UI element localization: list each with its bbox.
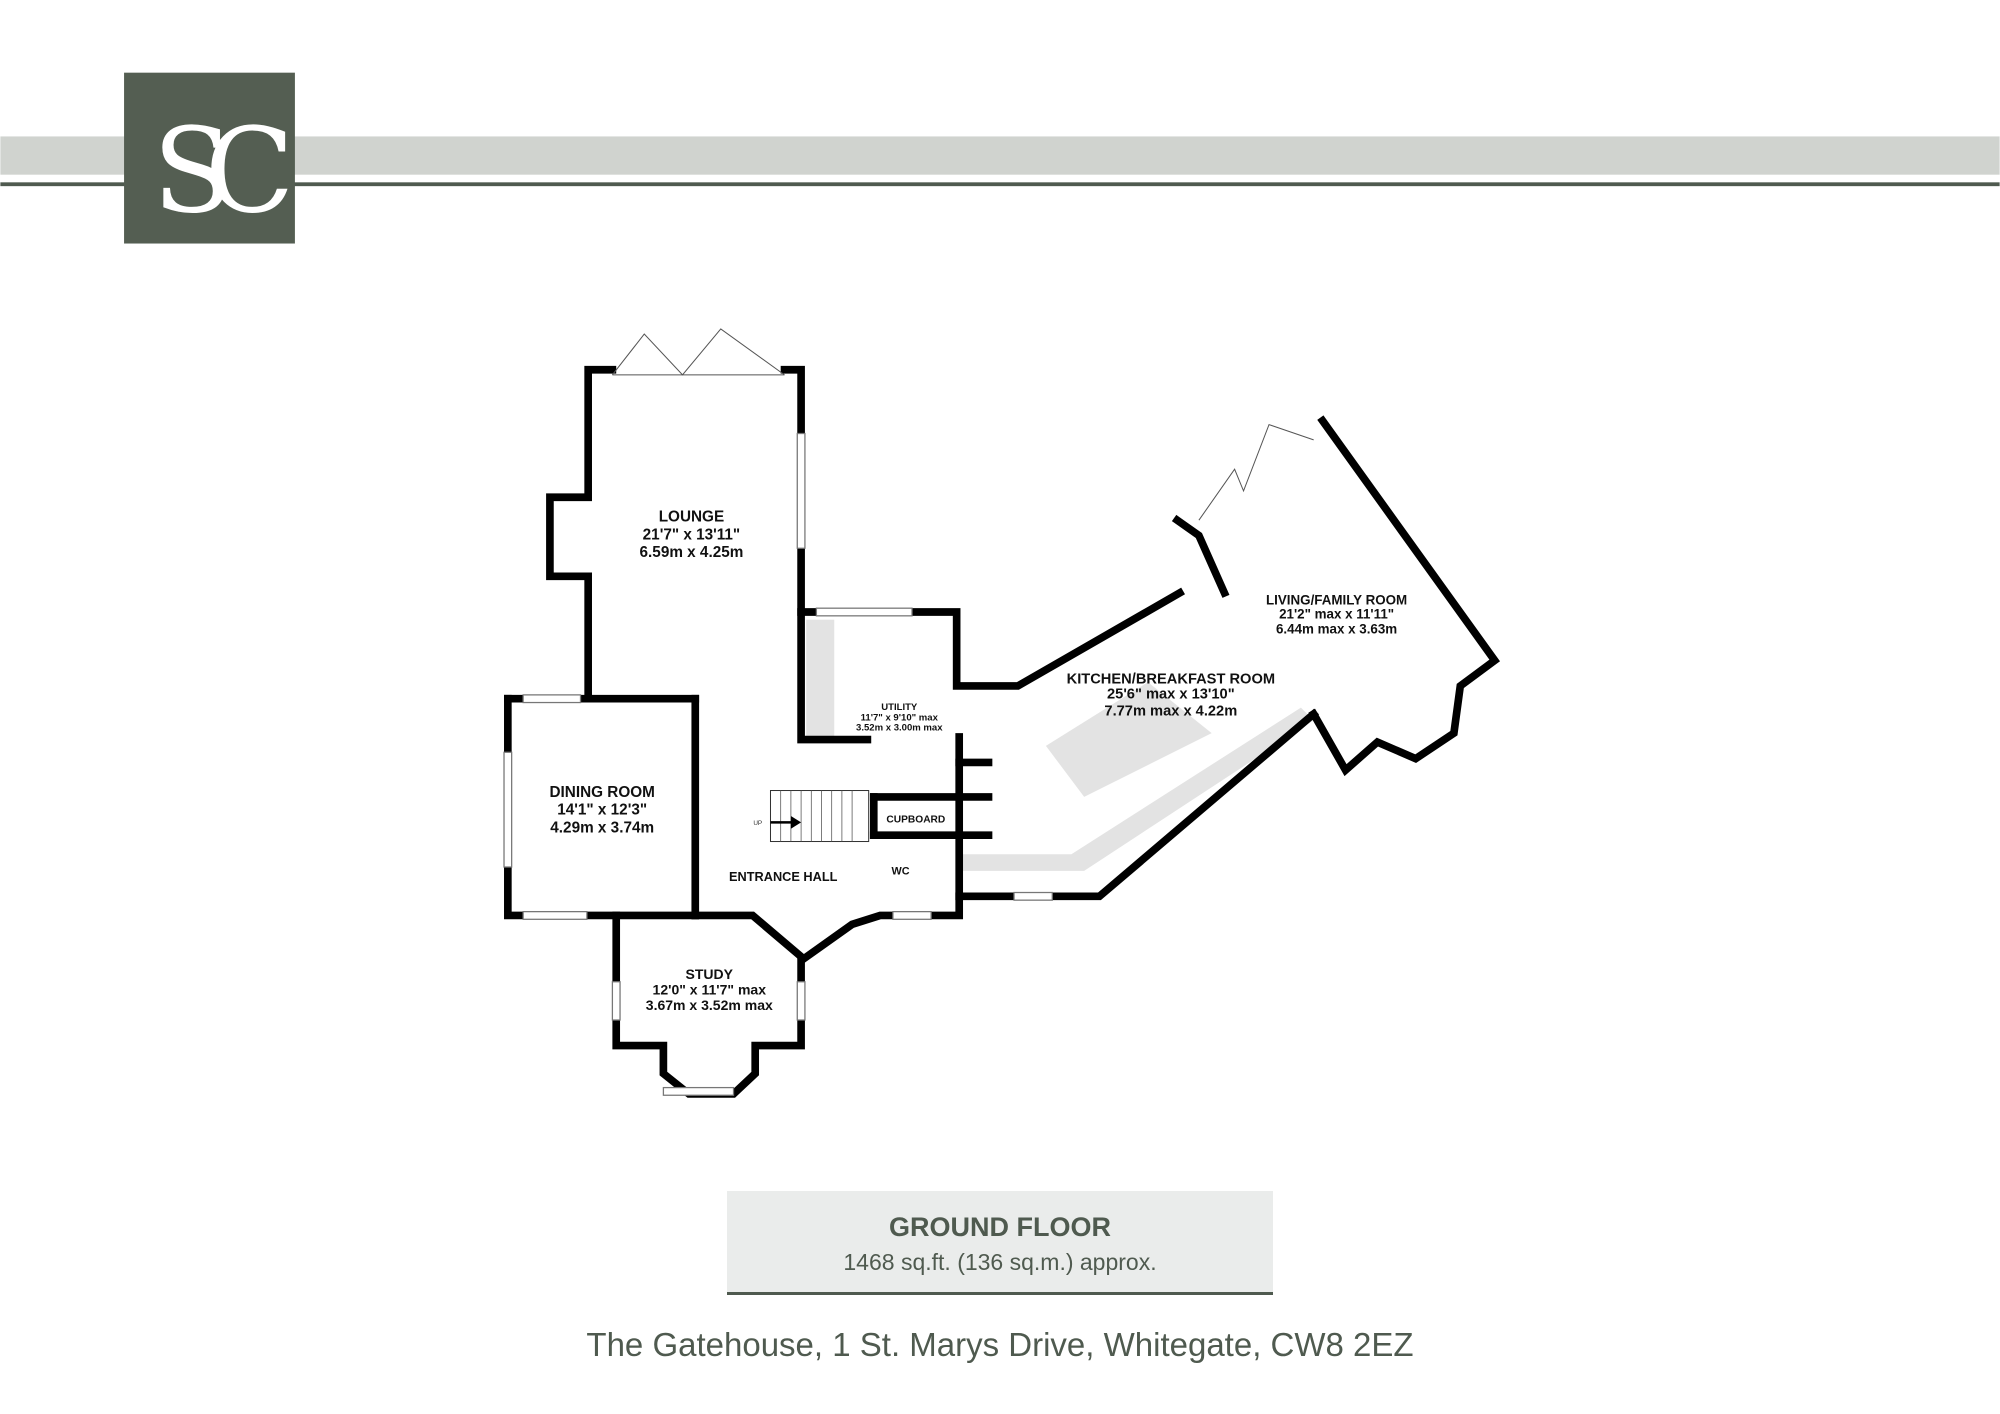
windows xyxy=(503,328,1314,1096)
room-cupboard: CUPBOARD xyxy=(886,814,945,825)
svg-text:3.52m x 3.00m max: 3.52m x 3.00m max xyxy=(856,723,943,734)
svg-text:7.77m max x 4.22m: 7.77m max x 4.22m xyxy=(1104,703,1237,719)
room-kitchen: KITCHEN/BREAKFAST ROOM 25'6" max x 13'10… xyxy=(1067,671,1275,719)
room-lounge: LOUNGE 21'7" x 13'11" 6.59m x 4.25m xyxy=(640,508,744,561)
room-study: STUDY 12'0" x 11'7" max 3.67m x 3.52m ma… xyxy=(646,966,773,1013)
svg-text:DINING ROOM: DINING ROOM xyxy=(549,784,654,801)
svg-text:6.59m x 4.25m: 6.59m x 4.25m xyxy=(640,544,744,561)
svg-text:3.67m x 3.52m max: 3.67m x 3.52m max xyxy=(646,997,773,1013)
svg-text:14'1" x 12'3": 14'1" x 12'3" xyxy=(557,802,647,819)
svg-text:UTILITY: UTILITY xyxy=(881,702,918,713)
up-arrow-icon xyxy=(770,816,802,829)
svg-text:21'7" x 13'11": 21'7" x 13'11" xyxy=(643,526,740,543)
logo: SC xyxy=(124,72,316,244)
room-wc: WC xyxy=(892,866,910,878)
room-living: LIVING/FAMILY ROOM 21'2" max x 11'11" 6.… xyxy=(1266,592,1407,636)
room-dining: DINING ROOM 14'1" x 12'3" 4.29m x 3.74m xyxy=(549,784,654,837)
worktops xyxy=(806,619,1314,871)
room-entrance-hall: ENTRANCE HALL xyxy=(729,869,838,884)
svg-text:6.44m max x 3.63m: 6.44m max x 3.63m xyxy=(1276,622,1397,637)
room-utility: UTILITY 11'7" x 9'10" max 3.52m x 3.00m … xyxy=(856,702,943,733)
stairs-up-label: UP xyxy=(753,820,762,827)
svg-text:21'2" max x 11'11": 21'2" max x 11'11" xyxy=(1279,606,1394,621)
floor-title: GROUND FLOOR xyxy=(889,1212,1111,1242)
svg-text:LOUNGE: LOUNGE xyxy=(659,508,724,525)
svg-text:4.29m x 3.74m: 4.29m x 3.74m xyxy=(550,820,654,837)
svg-text:11'7" x 9'10" max: 11'7" x 9'10" max xyxy=(861,712,939,723)
floor-area: 1468 sq.ft. (136 sq.m.) approx. xyxy=(843,1249,1157,1275)
svg-text:12'0" x 11'7" max: 12'0" x 11'7" max xyxy=(653,982,767,998)
staircase xyxy=(769,790,870,843)
svg-text:KITCHEN/BREAKFAST ROOM: KITCHEN/BREAKFAST ROOM xyxy=(1067,671,1275,687)
header-rule xyxy=(0,182,2000,187)
property-address: The Gatehouse, 1 St. Marys Drive, Whiteg… xyxy=(586,1326,1414,1363)
svg-text:STUDY: STUDY xyxy=(686,966,734,982)
header-band xyxy=(0,136,2000,175)
svg-text:LIVING/FAMILY ROOM: LIVING/FAMILY ROOM xyxy=(1266,592,1407,607)
svg-text:25'6" max x 13'10": 25'6" max x 13'10" xyxy=(1107,687,1235,703)
floor-caption: GROUND FLOOR 1468 sq.ft. (136 sq.m.) app… xyxy=(727,1191,1273,1295)
